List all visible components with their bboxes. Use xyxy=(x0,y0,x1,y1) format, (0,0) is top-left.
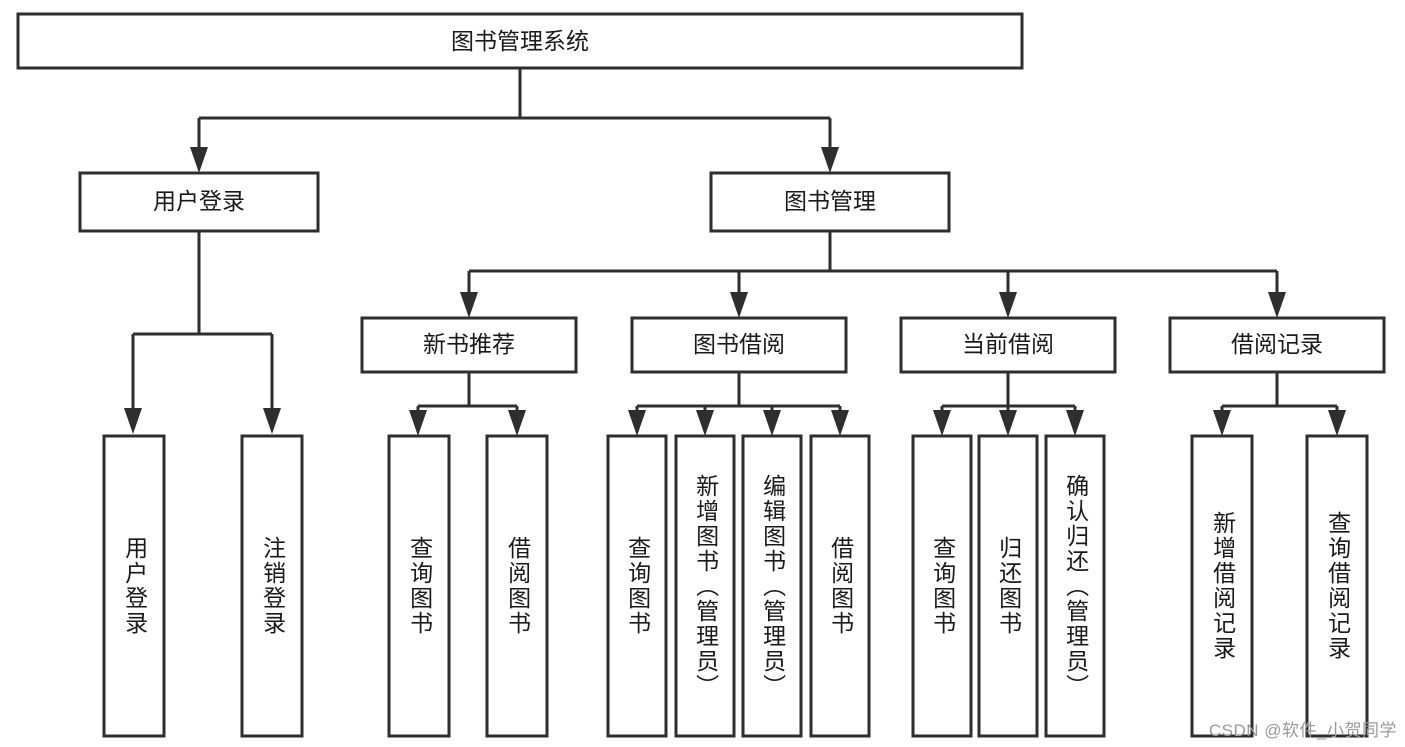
arrow-to-book-mgmt xyxy=(821,147,839,173)
connector-new-book-rec-trunk xyxy=(416,372,519,418)
node-leaf-borrow-book-1-box[interactable] xyxy=(485,434,549,738)
arrow-to-leaf-edit-book xyxy=(763,410,781,436)
node-leaf-query-book-2-box[interactable] xyxy=(606,434,668,738)
arrow-to-leaf-add-book xyxy=(696,410,714,436)
arrow-to-leaf-query-book-2 xyxy=(628,410,646,436)
node-current-borrow-box[interactable] xyxy=(899,316,1117,374)
node-leaf-query-record-box[interactable] xyxy=(1305,434,1369,738)
node-leaf-add-record-box[interactable] xyxy=(1190,434,1254,738)
node-book-borrow-label: 图书借阅 xyxy=(693,331,785,357)
node-book-mgmt-box[interactable] xyxy=(709,171,951,233)
node-leaf-confirm-return-box[interactable] xyxy=(1044,434,1106,738)
node-current-borrow-label: 当前借阅 xyxy=(962,331,1054,357)
connector-book-borrow-trunk xyxy=(635,372,842,418)
node-layer: 图书管理系统 用户登录 图书管理 新书推荐 图书借阅 当前借阅 借阅记录 xyxy=(16,12,1386,738)
arrow-to-leaf-query-book-1 xyxy=(409,410,427,436)
node-leaf-edit-book-box[interactable] xyxy=(741,434,803,738)
arrow-to-book-borrow xyxy=(730,292,748,318)
arrow-to-current-borrow xyxy=(999,292,1017,318)
node-book-borrow-box[interactable] xyxy=(630,316,848,374)
node-leaf-logout-box[interactable] xyxy=(240,434,304,738)
arrow-to-leaf-query-book-3 xyxy=(933,410,951,436)
arrow-to-leaf-query-record xyxy=(1328,410,1346,436)
connector-borrow-record-trunk xyxy=(1220,372,1339,418)
connector-layer xyxy=(124,68,1346,436)
node-root-box[interactable] xyxy=(16,12,1024,70)
node-root-label: 图书管理系统 xyxy=(451,28,589,54)
arrow-to-user-login xyxy=(190,147,208,173)
arrow-to-borrow-record xyxy=(1268,292,1286,318)
arrow-to-leaf-borrow-book-1 xyxy=(508,410,526,436)
node-book-mgmt-label: 图书管理 xyxy=(784,188,876,214)
node-leaf-return-book-box[interactable] xyxy=(977,434,1039,738)
arrow-to-leaf-borrow-book-2 xyxy=(831,410,849,436)
connector-user-login-trunk xyxy=(131,231,274,415)
node-new-book-rec-box[interactable] xyxy=(360,316,578,374)
arrow-to-leaf-confirm-return xyxy=(1066,410,1084,436)
node-leaf-query-book-3-box[interactable] xyxy=(911,434,973,738)
arrow-to-leaf-logout xyxy=(263,408,281,434)
node-user-login-box[interactable] xyxy=(78,171,320,233)
node-new-book-rec-label: 新书推荐 xyxy=(423,331,515,357)
arrow-to-leaf-add-record xyxy=(1213,410,1231,436)
watermark-text: CSDN @软件_小贺同学 xyxy=(1208,721,1397,740)
connector-root-trunk xyxy=(197,68,832,155)
node-leaf-add-book-box[interactable] xyxy=(674,434,736,738)
arrow-to-new-book-rec xyxy=(460,292,478,318)
connector-book-mgmt-trunk xyxy=(467,231,1279,298)
node-borrow-record-box[interactable] xyxy=(1168,316,1386,374)
arrow-to-leaf-return-book xyxy=(999,410,1017,436)
node-borrow-record-label: 借阅记录 xyxy=(1231,331,1323,357)
node-leaf-user-login-box[interactable] xyxy=(102,434,166,738)
node-leaf-borrow-book-2-box[interactable] xyxy=(809,434,871,738)
node-user-login-label: 用户登录 xyxy=(153,188,245,214)
node-leaf-query-book-1-box[interactable] xyxy=(387,434,451,738)
arrow-to-leaf-user-login xyxy=(124,408,142,434)
